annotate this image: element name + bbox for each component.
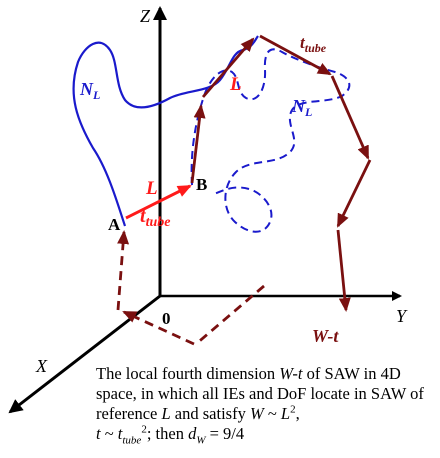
caption: The local fourth dimension W-t of SAW in… bbox=[96, 364, 424, 447]
z-axis-label: Z bbox=[140, 6, 151, 26]
l-arrow-a-to-b bbox=[125, 184, 192, 220]
nl-left-label: NL bbox=[79, 79, 100, 102]
w-t-label: W-t bbox=[312, 326, 339, 346]
l-top-label: L bbox=[229, 74, 242, 95]
maroon-seg-4 bbox=[330, 75, 370, 160]
t-tube-red-label: ttube bbox=[140, 205, 170, 230]
maroon-seg-3 bbox=[259, 34, 332, 76]
chain-nl-dashed bbox=[190, 48, 351, 233]
nl-right-label: NL bbox=[291, 96, 312, 119]
maroon-dash-2 bbox=[122, 310, 195, 346]
y-axis-label: Y bbox=[396, 306, 408, 326]
chain-nl-solid bbox=[72, 35, 259, 227]
x-axis-label: X bbox=[35, 356, 48, 376]
maroon-seg-1 bbox=[190, 104, 206, 184]
maroon-seg-5 bbox=[336, 159, 372, 228]
maroon-dash-3 bbox=[116, 230, 130, 311]
origin-label: 0 bbox=[162, 309, 171, 328]
maroon-seg-2 bbox=[201, 37, 255, 98]
t-tube-top-label: ttube bbox=[300, 33, 327, 55]
l-mid-label: L bbox=[145, 178, 158, 199]
maroon-seg-6 bbox=[336, 229, 351, 312]
point-a-label: A bbox=[108, 215, 121, 234]
maroon-dash-1 bbox=[195, 284, 265, 346]
point-b-label: B bbox=[196, 175, 207, 194]
